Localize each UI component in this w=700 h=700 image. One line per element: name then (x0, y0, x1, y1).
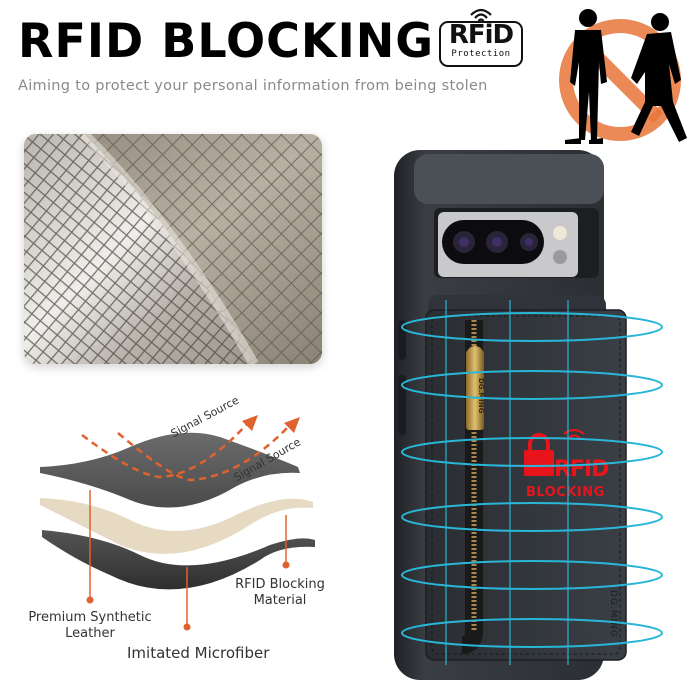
phone-wallet-case-image: DG.MING DG.MING RFID BLOCKING (392, 150, 672, 690)
rfid-blocking-stamp: RFID BLOCKING (524, 429, 610, 500)
page-title: RFID BLOCKING (18, 14, 435, 69)
rfid-protection-badge: RFiD Protection (439, 5, 523, 67)
svg-text:BLOCKING: BLOCKING (526, 485, 605, 500)
label-premium-synthetic: Premium Synthetic (28, 610, 152, 625)
material-layers-diagram: Signal Source Signal Source Premium Synt… (28, 394, 330, 675)
label-leather: Leather (65, 626, 115, 641)
wifi-signal-icon (470, 8, 492, 22)
camera-flash (553, 226, 567, 240)
page-subtitle: Aiming to protect your personal informat… (18, 78, 488, 94)
badge-main-text: RFiD (448, 20, 514, 50)
badge-frame (439, 21, 523, 67)
label-imitated-microfiber: Imitated Microfiber (127, 644, 270, 662)
rfid-fabric-texture (24, 134, 322, 364)
layer-rfid-material (40, 498, 313, 554)
embossed-brand-text: DG.MING (608, 590, 618, 638)
layer-synthetic-leather (40, 432, 300, 508)
badge-sub-text: Protection (451, 49, 511, 59)
layer-microfiber (42, 530, 315, 590)
zipper-pull (466, 350, 484, 430)
label-material: Material (253, 593, 307, 608)
svg-text:RFID: RFID (554, 457, 609, 482)
label-rfid-blocking: RFID Blocking (235, 577, 325, 592)
rfid-shield-rings (401, 312, 663, 648)
no-pickpocket-icon (559, 9, 687, 144)
fabric-closeup-image (24, 134, 322, 364)
zipper-brand-text: DG.MING (477, 378, 485, 414)
